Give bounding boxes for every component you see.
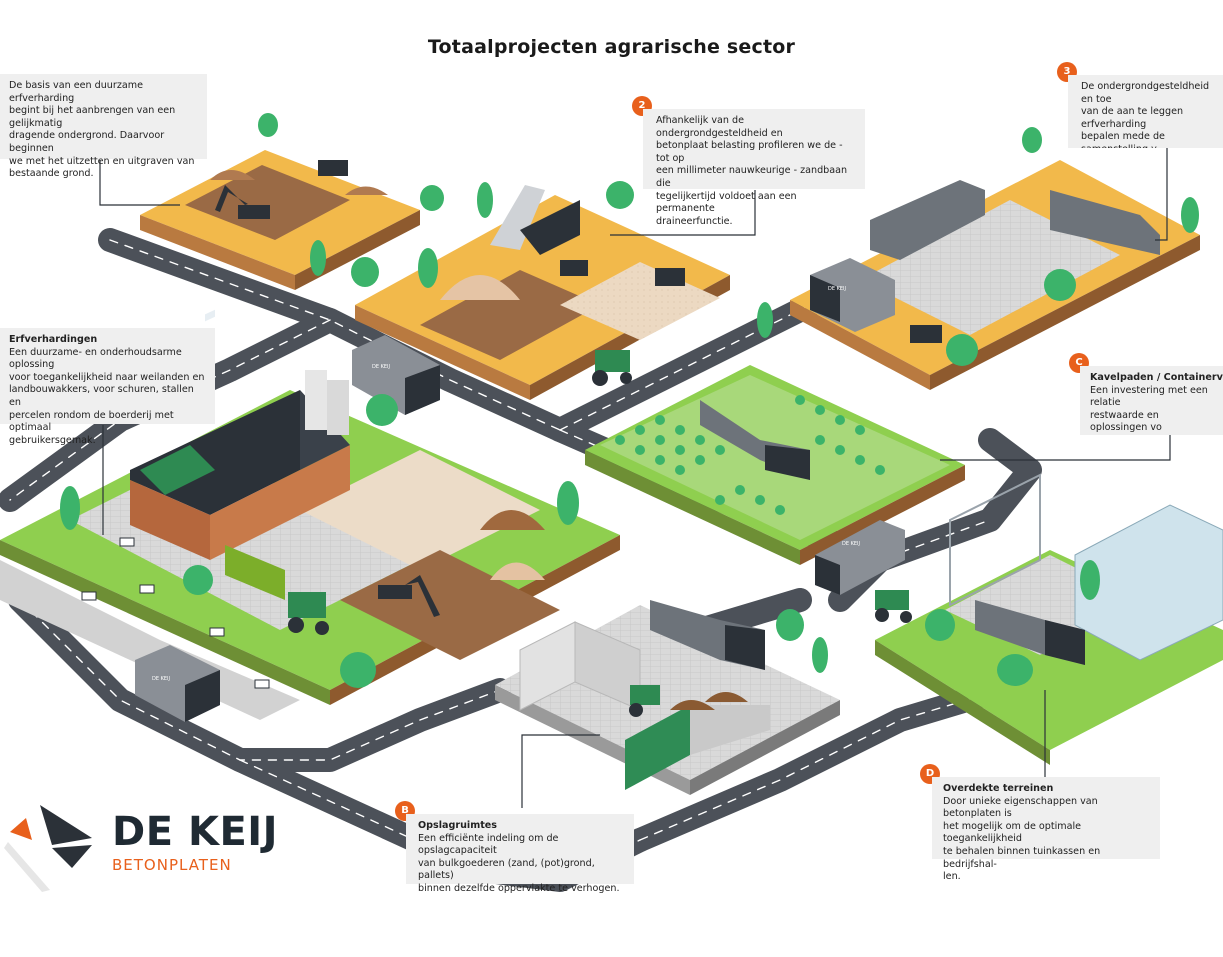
- callout-erfverhardingen-heading: Erfverhardingen: [9, 334, 98, 345]
- callout-step-1: De basis van een duurzame erfverharding …: [0, 74, 207, 179]
- tractor: [592, 350, 632, 386]
- truck-flatbed: [870, 180, 1160, 260]
- callout-step-1-text: De basis van een duurzame erfverharding …: [9, 80, 195, 180]
- truck-brand-label: DE KEIJ: [152, 676, 170, 682]
- callout-overdekte-terreinen-heading: Overdekte terreinen: [943, 783, 1054, 794]
- callout-erfverhardingen: Erfverhardingen Een duurzame- en onderho…: [0, 328, 215, 446]
- tile-sand-profile: [355, 195, 730, 400]
- callout-overdekte-terreinen-text: Door unieke eigenschappen van betonplate…: [943, 795, 1101, 883]
- callout-step-3-text: De ondergrondgesteldheid en toe van de a…: [1081, 81, 1210, 148]
- truck-brand-label: DE KEIJ: [842, 541, 860, 547]
- brand-logo: DE KEIJ BETONPLATEN: [112, 812, 278, 874]
- tractor-with-trailer: [225, 545, 329, 635]
- callout-leader-lines: [99, 148, 1171, 808]
- callout-kavelpaden-heading: Kavelpaden / Containervelde: [1090, 372, 1223, 383]
- tile-excavation: [140, 150, 420, 290]
- truck: [810, 258, 895, 332]
- truck-flatbed: [650, 600, 765, 670]
- callout-opslagruimtes-text: Een efficiënte indeling om de opslagcapa…: [418, 832, 620, 894]
- tractor: [875, 590, 912, 623]
- callout-erfverhardingen-text: Een duurzame- en onderhoudsarme oplossin…: [9, 346, 205, 446]
- page-title: Totaalprojecten agrarische sector: [427, 36, 796, 58]
- excavator: [215, 160, 942, 617]
- truck: [815, 520, 905, 595]
- container-plants: [615, 395, 885, 515]
- brand-subtitle: BETONPLATEN: [112, 856, 232, 874]
- truck: [352, 335, 440, 415]
- callout-opslagruimtes: Opslagruimtes Een efficiënte indeling om…: [406, 814, 634, 894]
- tractor: [629, 685, 660, 717]
- callout-opslagruimtes-heading: Opslagruimtes: [418, 820, 498, 831]
- tree-group: [60, 113, 1199, 688]
- truck-flatbed: [975, 600, 1085, 665]
- callout-overdekte-terreinen: Overdekte terreinen Door unieke eigensch…: [932, 777, 1160, 882]
- callout-kavelpaden-text: Een investering met een relatie restwaar…: [1090, 384, 1210, 435]
- logo-mark: [4, 805, 92, 892]
- truck-brand-label: DE KEIJ: [828, 286, 846, 292]
- truck-brand-label: DE KEIJ: [372, 364, 390, 370]
- callout-step-2: Afhankelijk van de ondergrondgesteldheid…: [643, 109, 865, 227]
- truck-flatbed: [700, 400, 810, 480]
- callout-kavelpaden: Kavelpaden / Containervelde Een invester…: [1080, 366, 1223, 435]
- callout-step-3: De ondergrondgesteldheid en toe van de a…: [1068, 75, 1223, 148]
- callout-step-2-text: Afhankelijk van de ondergrondgesteldheid…: [656, 115, 848, 227]
- brand-name: DE KEIJ: [112, 809, 279, 855]
- barn: [130, 309, 350, 560]
- tipper-truck: [490, 185, 580, 255]
- truck: [135, 645, 220, 722]
- cows: [81, 537, 270, 689]
- tile-storage: [495, 605, 840, 795]
- soil-piles: [480, 510, 748, 710]
